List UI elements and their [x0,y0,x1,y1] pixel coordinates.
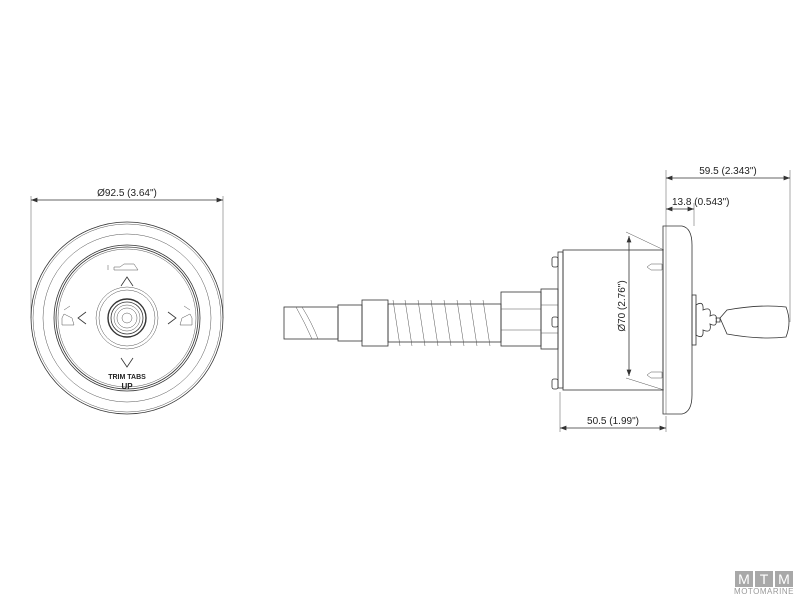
motomarine-logo: M T M MOTOMARINE [734,571,794,596]
studs [551,256,559,390]
logo-letter: M [735,571,754,587]
trim-tabs-label: TRIM TABS [108,374,146,381]
body-diameter-dimension-label: Ø70 (2.76") [617,280,628,331]
boat-bow-right-icon [179,305,193,326]
cable [283,288,559,350]
rubber-boot [695,302,721,338]
logo-letter: M [775,571,794,587]
boat-bow-left-icon [61,305,75,326]
overall-length-dimension-label: 59.5 (2.343") [699,166,756,177]
logo-letter: T [755,571,774,587]
boat-bow-up-icon [107,263,139,271]
bezel-depth-dimension-label: 13.8 (0.543") [672,197,729,208]
arrow-left-icon [77,311,87,325]
body-depth-dimension-label: 50.5 (1.99") [587,416,639,427]
diameter-dimension-label: Ø92.5 (3.64") [97,188,157,199]
mounting-plate [557,251,564,389]
arrow-up-icon [120,276,134,287]
bezel [662,225,693,415]
up-label: UP [121,382,133,391]
front-view: Ø92.5 (3.64") TRIM TABS UP [30,188,224,415]
side-view: 59.5 (2.343") 13.8 (0.543") Ø70 (2.76") … [283,166,791,432]
housing-body [562,249,664,391]
logo-name: MOTOMARINE [734,587,794,596]
toggle-handle [719,305,790,339]
arrow-down-icon [120,357,134,368]
arrow-right-icon [167,311,177,325]
